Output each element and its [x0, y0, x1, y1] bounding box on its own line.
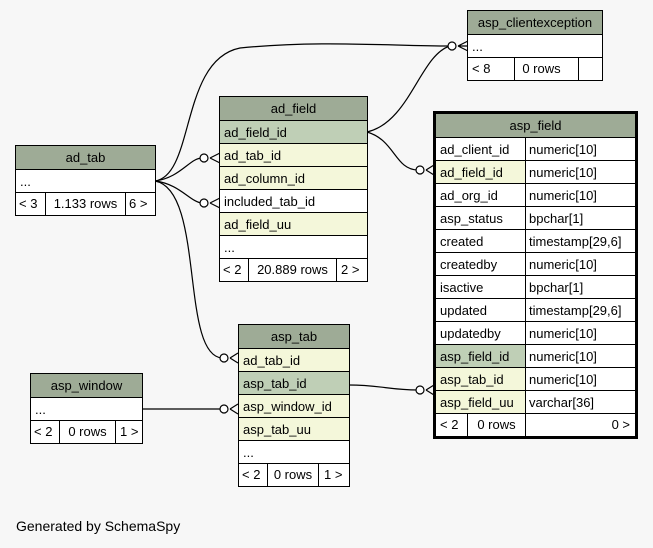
- table-row: ...: [31, 398, 142, 421]
- table-ad-tab[interactable]: ad_tab ... < 3 1.133 rows 6 >: [15, 145, 156, 216]
- edge-ad-field-asp-field: [366, 131, 419, 171]
- table-row: included_tab_id: [220, 190, 367, 213]
- table-row: ad_field_id: [220, 121, 367, 144]
- table-asp-window[interactable]: asp_window ... < 2 0 rows 1 >: [30, 373, 143, 444]
- crow-circle-icon: [415, 385, 425, 395]
- table-title: asp_window: [31, 374, 142, 398]
- table-footer: < 2 0 rows 1 >: [31, 421, 142, 443]
- table-footer: < 8 0 rows: [468, 58, 602, 80]
- table-row: ...: [16, 170, 155, 193]
- table-footer: < 2 20.889 rows 2 >: [220, 259, 367, 281]
- edge-ad-tab-ad-field-tab: [154, 157, 203, 182]
- crow-foot-icon: [425, 164, 435, 176]
- edge-ad-field-asp-clientexception: [366, 45, 451, 133]
- table-ad-field[interactable]: ad_field ad_field_id ad_tab_id ad_column…: [219, 96, 368, 282]
- table-row: asp_window_id: [239, 395, 349, 418]
- crow-circle-icon: [447, 41, 457, 51]
- edge-asp-tab-asp-field: [348, 384, 419, 391]
- crow-foot-icon: [209, 152, 221, 164]
- table-title: asp_tab: [239, 325, 349, 349]
- table-row: ...: [220, 236, 367, 259]
- crow-foot-icon: [209, 197, 221, 209]
- generated-caption: Generated by SchemaSpy: [16, 518, 181, 534]
- crow-foot-icon: [229, 403, 239, 415]
- table-asp-tab[interactable]: asp_tab ad_tab_id asp_tab_id asp_window_…: [238, 324, 350, 487]
- crow-circle-icon: [199, 153, 209, 163]
- table-row: ad_tab_id: [239, 349, 349, 372]
- edge-ad-tab-asp-clientexception: [154, 43, 451, 182]
- table-title: asp_field: [436, 114, 635, 138]
- table-row: ad_tab_id: [220, 144, 367, 167]
- crow-circle-icon: [219, 353, 229, 363]
- crow-foot-icon: [457, 40, 469, 52]
- table-footer: < 3 1.133 rows 6 >: [16, 193, 155, 215]
- table-title: asp_clientexception: [468, 11, 602, 35]
- table-row: ...: [468, 35, 602, 58]
- table-row: asp_tab_id: [239, 372, 349, 395]
- table-row: ...: [239, 441, 349, 464]
- table-row: ad_column_id: [220, 167, 367, 190]
- edge-ad-tab-ad-field-included: [154, 180, 203, 204]
- crow-foot-icon: [229, 352, 239, 364]
- table-footer: < 2 0 rows 1 >: [239, 464, 349, 486]
- edge-ad-tab-asp-tab: [154, 180, 223, 359]
- crow-circle-icon: [219, 404, 229, 414]
- crow-circle-icon: [415, 165, 425, 175]
- table-asp-clientexception[interactable]: asp_clientexception ... < 8 0 rows: [467, 10, 603, 81]
- table-footer: < 2 0 rows 0 >: [436, 414, 635, 436]
- table-row: ad_field_uu: [220, 213, 367, 236]
- table-title: ad_tab: [16, 146, 155, 170]
- table-row: asp_tab_uu: [239, 418, 349, 441]
- crow-circle-icon: [199, 198, 209, 208]
- table-title: ad_field: [220, 97, 367, 121]
- crow-foot-icon: [425, 384, 435, 396]
